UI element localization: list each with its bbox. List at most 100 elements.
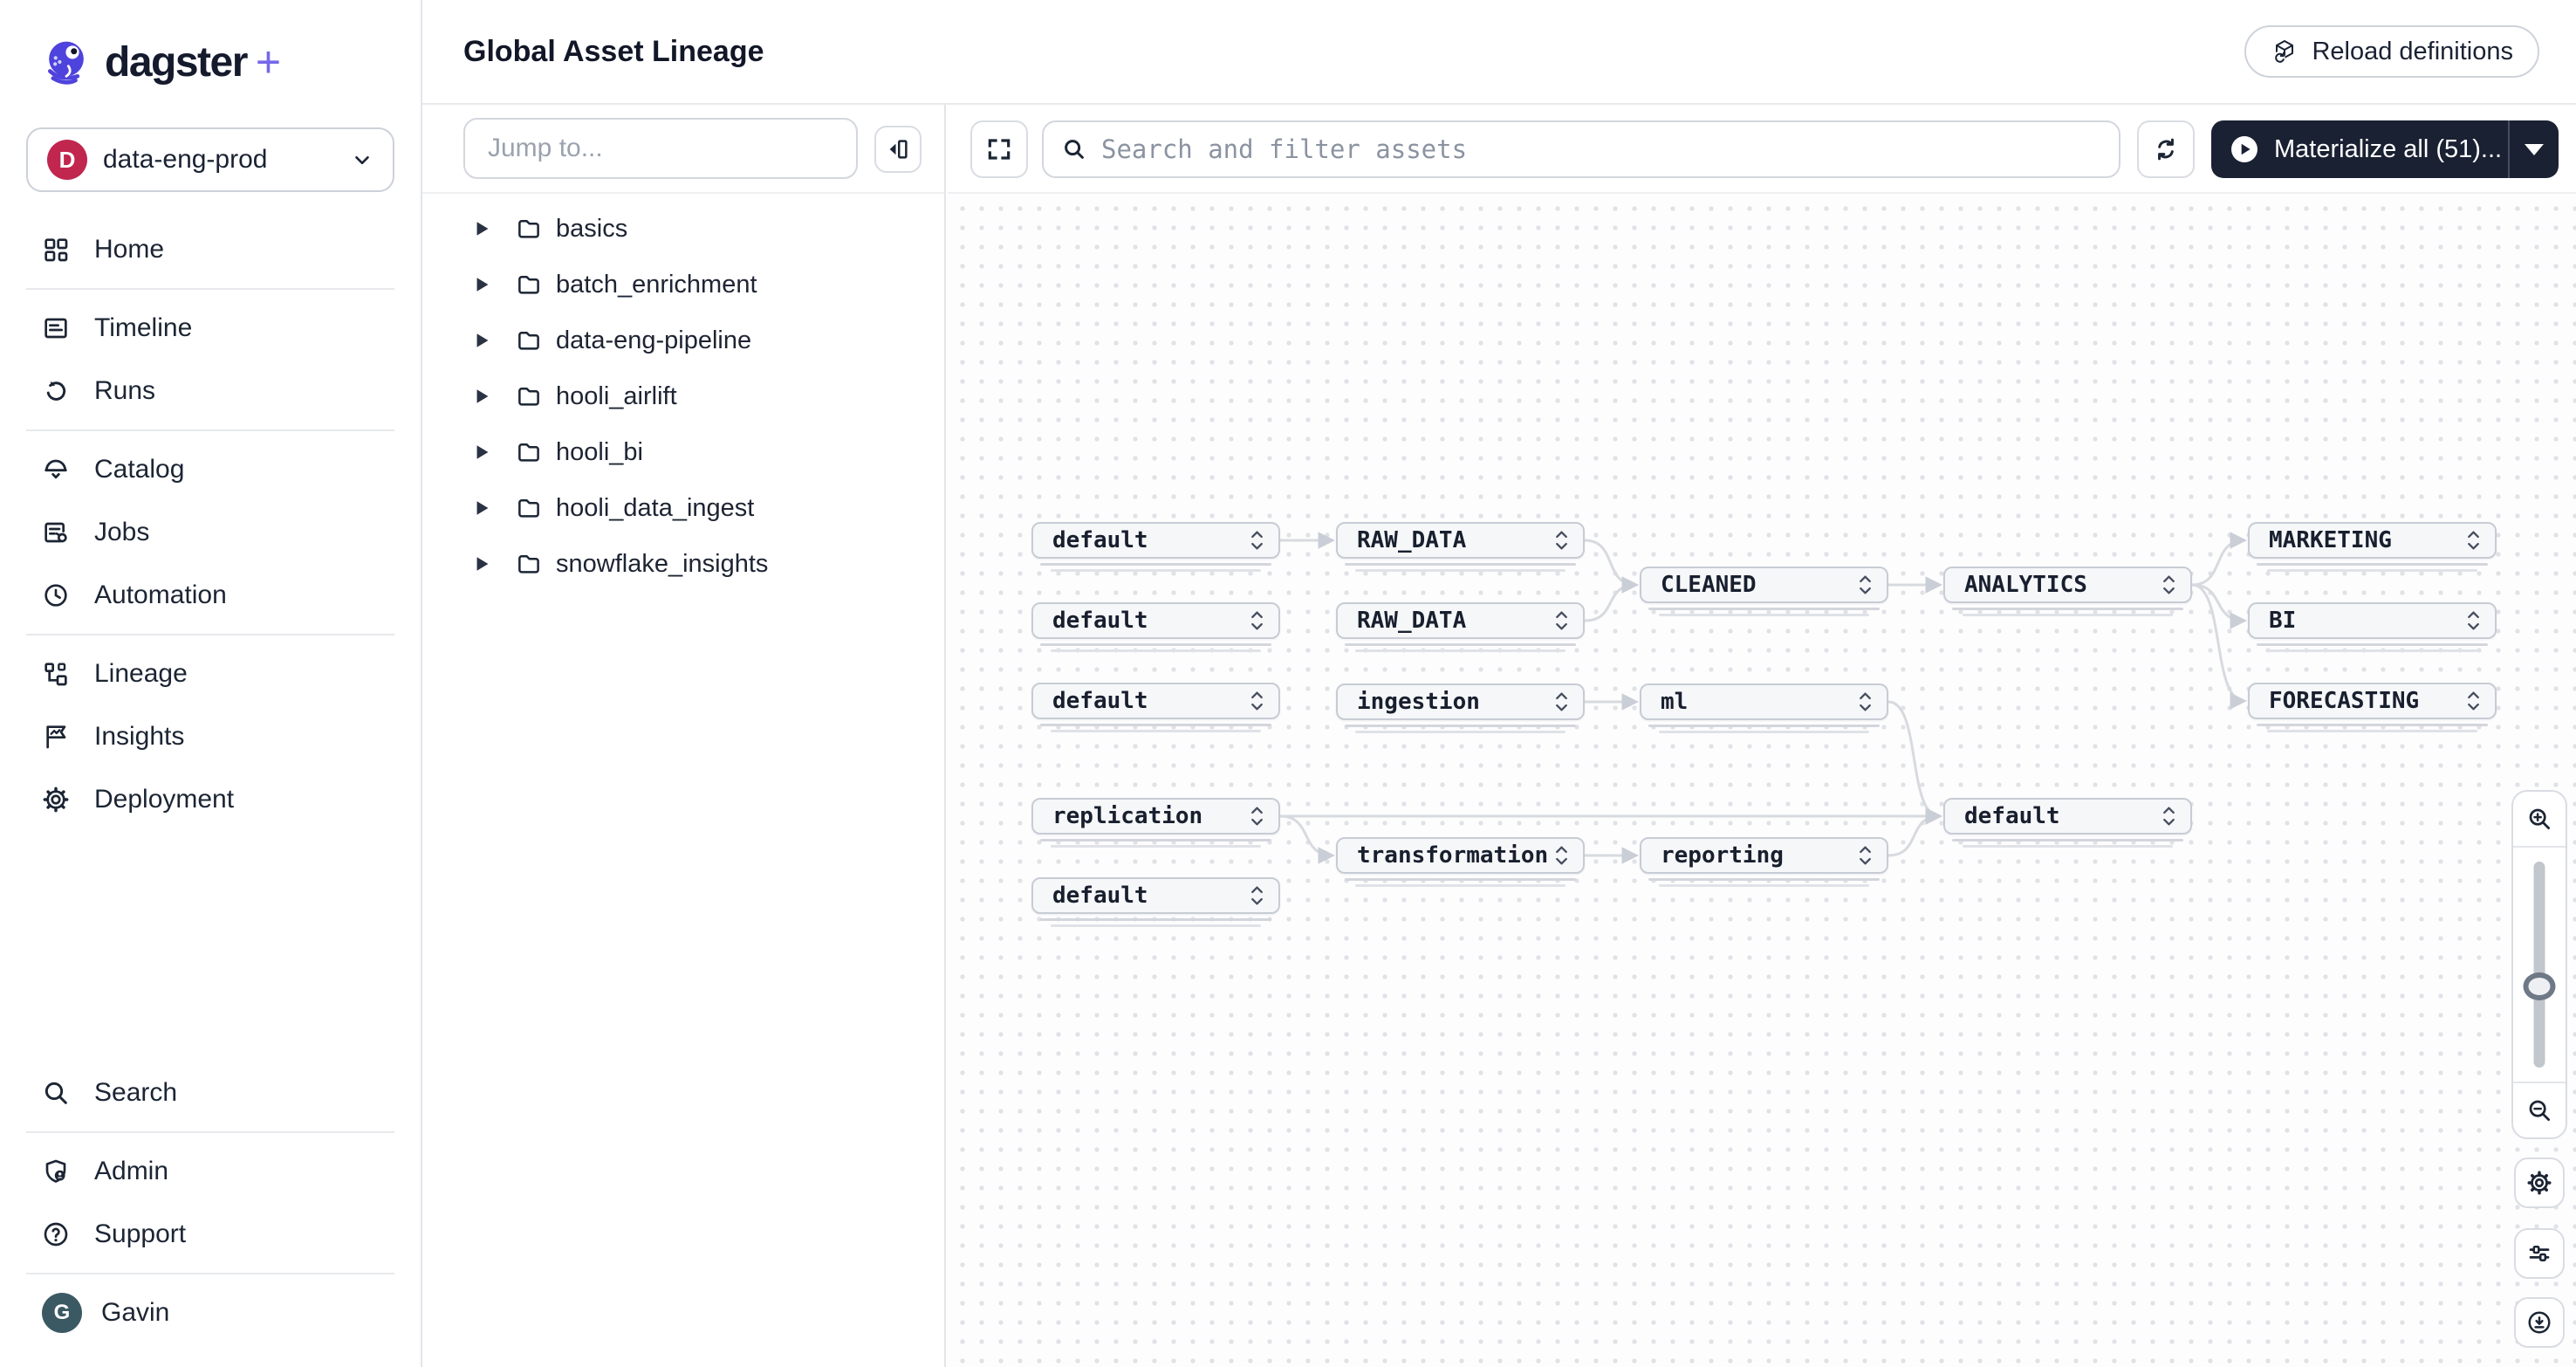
sidebar-item-runs[interactable]: Runs xyxy=(26,360,394,422)
materialize-options-button[interactable] xyxy=(2510,120,2559,178)
asset-group-node[interactable]: reporting xyxy=(1640,837,1888,887)
asset-group-tree-row[interactable]: snowflake_insights xyxy=(422,536,944,592)
asset-group-node[interactable]: default xyxy=(1031,522,1280,572)
unfold-more-icon[interactable] xyxy=(2466,689,2481,713)
tree-expand-caret-icon[interactable] xyxy=(476,388,490,404)
collapse-panel-button[interactable] xyxy=(874,126,921,173)
fullscreen-button[interactable] xyxy=(970,120,1028,178)
asset-group-node[interactable]: default xyxy=(1031,877,1280,927)
refresh-button[interactable] xyxy=(2137,120,2195,178)
gear-icon xyxy=(2527,1171,2552,1195)
folder-icon xyxy=(518,388,539,406)
unfold-more-icon[interactable] xyxy=(1858,843,1873,868)
materialize-all-button[interactable]: Materialize all (51)... xyxy=(2211,120,2508,178)
asset-group-node[interactable]: MARKETING xyxy=(2248,522,2497,572)
unfold-more-icon[interactable] xyxy=(1554,608,1569,633)
asset-group-tree-row[interactable]: data-eng-pipeline xyxy=(422,313,944,368)
tree-expand-caret-icon[interactable] xyxy=(476,444,490,460)
sidebar-item-timeline[interactable]: Timeline xyxy=(26,297,394,360)
asset-group-node[interactable]: ingestion xyxy=(1336,684,1585,733)
zoom-slider-track[interactable] xyxy=(2533,862,2545,1068)
unfold-more-icon[interactable] xyxy=(1250,883,1264,908)
tree-expand-caret-icon[interactable] xyxy=(476,221,490,237)
zoom-in-icon xyxy=(2529,808,2550,829)
asset-group-node[interactable]: default xyxy=(1031,683,1280,732)
asset-group-tree-row[interactable]: basics xyxy=(422,201,944,257)
tree-expand-caret-icon[interactable] xyxy=(476,277,490,292)
brand-logo[interactable]: dagster + xyxy=(42,37,394,87)
graph-filters-button[interactable] xyxy=(2514,1228,2565,1279)
unfold-more-icon[interactable] xyxy=(1250,689,1264,713)
folder-icon xyxy=(518,220,539,238)
asset-group-tree-row[interactable]: hooli_bi xyxy=(422,424,944,480)
asset-group-tree-row[interactable]: hooli_data_ingest xyxy=(422,480,944,536)
refresh-icon xyxy=(2158,138,2174,161)
unfold-more-icon[interactable] xyxy=(1250,608,1264,633)
unfold-more-icon[interactable] xyxy=(1554,843,1569,868)
unfold-more-icon[interactable] xyxy=(2162,573,2176,597)
home-grid-icon xyxy=(45,238,68,262)
sidebar-item-support[interactable]: Support xyxy=(26,1203,394,1266)
asset-group-node[interactable]: transformation xyxy=(1336,837,1585,887)
asset-group-node-label: RAW_DATA xyxy=(1357,608,1467,634)
zoom-out-button[interactable] xyxy=(2513,1082,2566,1137)
download-image-button[interactable] xyxy=(2514,1297,2565,1348)
sidebar-item-search[interactable]: Search xyxy=(26,1061,394,1124)
sidebar-item-insights[interactable]: Insights xyxy=(26,705,394,768)
runs-loop-icon xyxy=(46,381,66,401)
sidebar-item-automation[interactable]: Automation xyxy=(26,564,394,627)
admin-shield-icon xyxy=(45,1159,66,1183)
asset-group-node[interactable]: replication xyxy=(1031,798,1280,848)
user-menu[interactable]: G Gavin xyxy=(26,1281,394,1344)
sidebar-item-label: Admin xyxy=(94,1157,169,1185)
unfold-more-icon[interactable] xyxy=(1858,690,1873,714)
sidebar-item-catalog[interactable]: Catalog xyxy=(26,438,394,501)
sidebar-item-admin[interactable]: Admin xyxy=(26,1140,394,1203)
unfold-more-icon[interactable] xyxy=(2162,804,2176,828)
asset-group-tree-row[interactable]: hooli_airlift xyxy=(422,368,944,424)
unfold-more-icon[interactable] xyxy=(2466,528,2481,553)
tree-expand-caret-icon[interactable] xyxy=(476,556,490,572)
asset-group-node[interactable]: ml xyxy=(1640,684,1888,733)
asset-group-node[interactable]: FORECASTING xyxy=(2248,683,2497,732)
asset-group-node[interactable]: default xyxy=(1031,602,1280,652)
unfold-more-icon[interactable] xyxy=(1250,804,1264,828)
lineage-canvas[interactable]: default RAW_DATA CLEANED ANALYTICS MARKE… xyxy=(948,194,2576,1367)
asset-group-node[interactable]: BI xyxy=(2248,602,2497,652)
sidebar-nav: Home Timeline Runs Catalog xyxy=(26,218,394,831)
asset-group-label: snowflake_insights xyxy=(556,549,769,578)
unfold-more-icon[interactable] xyxy=(1250,528,1264,553)
reload-definitions-button[interactable]: Reload definitions xyxy=(2244,25,2539,78)
asset-group-node[interactable]: ANALYTICS xyxy=(1943,567,2192,616)
unfold-more-icon[interactable] xyxy=(1554,528,1569,553)
workspace-switcher[interactable]: D data-eng-prod xyxy=(26,127,394,192)
main-content: basics batch_enrichment data-eng-pipelin… xyxy=(422,105,2576,1367)
download-icon xyxy=(2528,1311,2551,1334)
sidebar-item-deployment[interactable]: Deployment xyxy=(26,768,394,831)
tree-expand-caret-icon[interactable] xyxy=(476,333,490,348)
asset-group-tree-row[interactable]: batch_enrichment xyxy=(422,257,944,313)
asset-group-node[interactable]: default xyxy=(1943,798,2192,848)
divider xyxy=(2508,120,2510,178)
unfold-more-icon[interactable] xyxy=(2466,608,2481,633)
asset-group-node-label: BI xyxy=(2269,608,2297,634)
asset-group-node[interactable]: RAW_DATA xyxy=(1336,522,1585,572)
unfold-more-icon[interactable] xyxy=(1858,573,1873,597)
zoom-slider-thumb[interactable] xyxy=(2523,972,2556,1000)
tree-expand-caret-icon[interactable] xyxy=(476,500,490,516)
zoom-slider[interactable] xyxy=(2513,848,2566,1082)
graph-settings-button[interactable] xyxy=(2514,1157,2565,1208)
asset-group-node[interactable]: CLEANED xyxy=(1640,567,1888,616)
asset-search-input[interactable] xyxy=(1042,120,2120,178)
asset-group-node-label: transformation xyxy=(1357,842,1549,869)
sidebar-item-home[interactable]: Home xyxy=(26,218,394,281)
sidebar-item-label: Support xyxy=(94,1219,187,1248)
sidebar-item-jobs[interactable]: Jobs xyxy=(26,501,394,564)
zoom-in-button[interactable] xyxy=(2513,792,2566,848)
sidebar-item-lineage[interactable]: Lineage xyxy=(26,642,394,705)
asset-group-node-label: ingestion xyxy=(1357,689,1480,715)
insights-flag-icon xyxy=(46,725,66,749)
jump-to-input[interactable] xyxy=(463,118,858,179)
asset-group-node[interactable]: RAW_DATA xyxy=(1336,602,1585,652)
unfold-more-icon[interactable] xyxy=(1554,690,1569,714)
